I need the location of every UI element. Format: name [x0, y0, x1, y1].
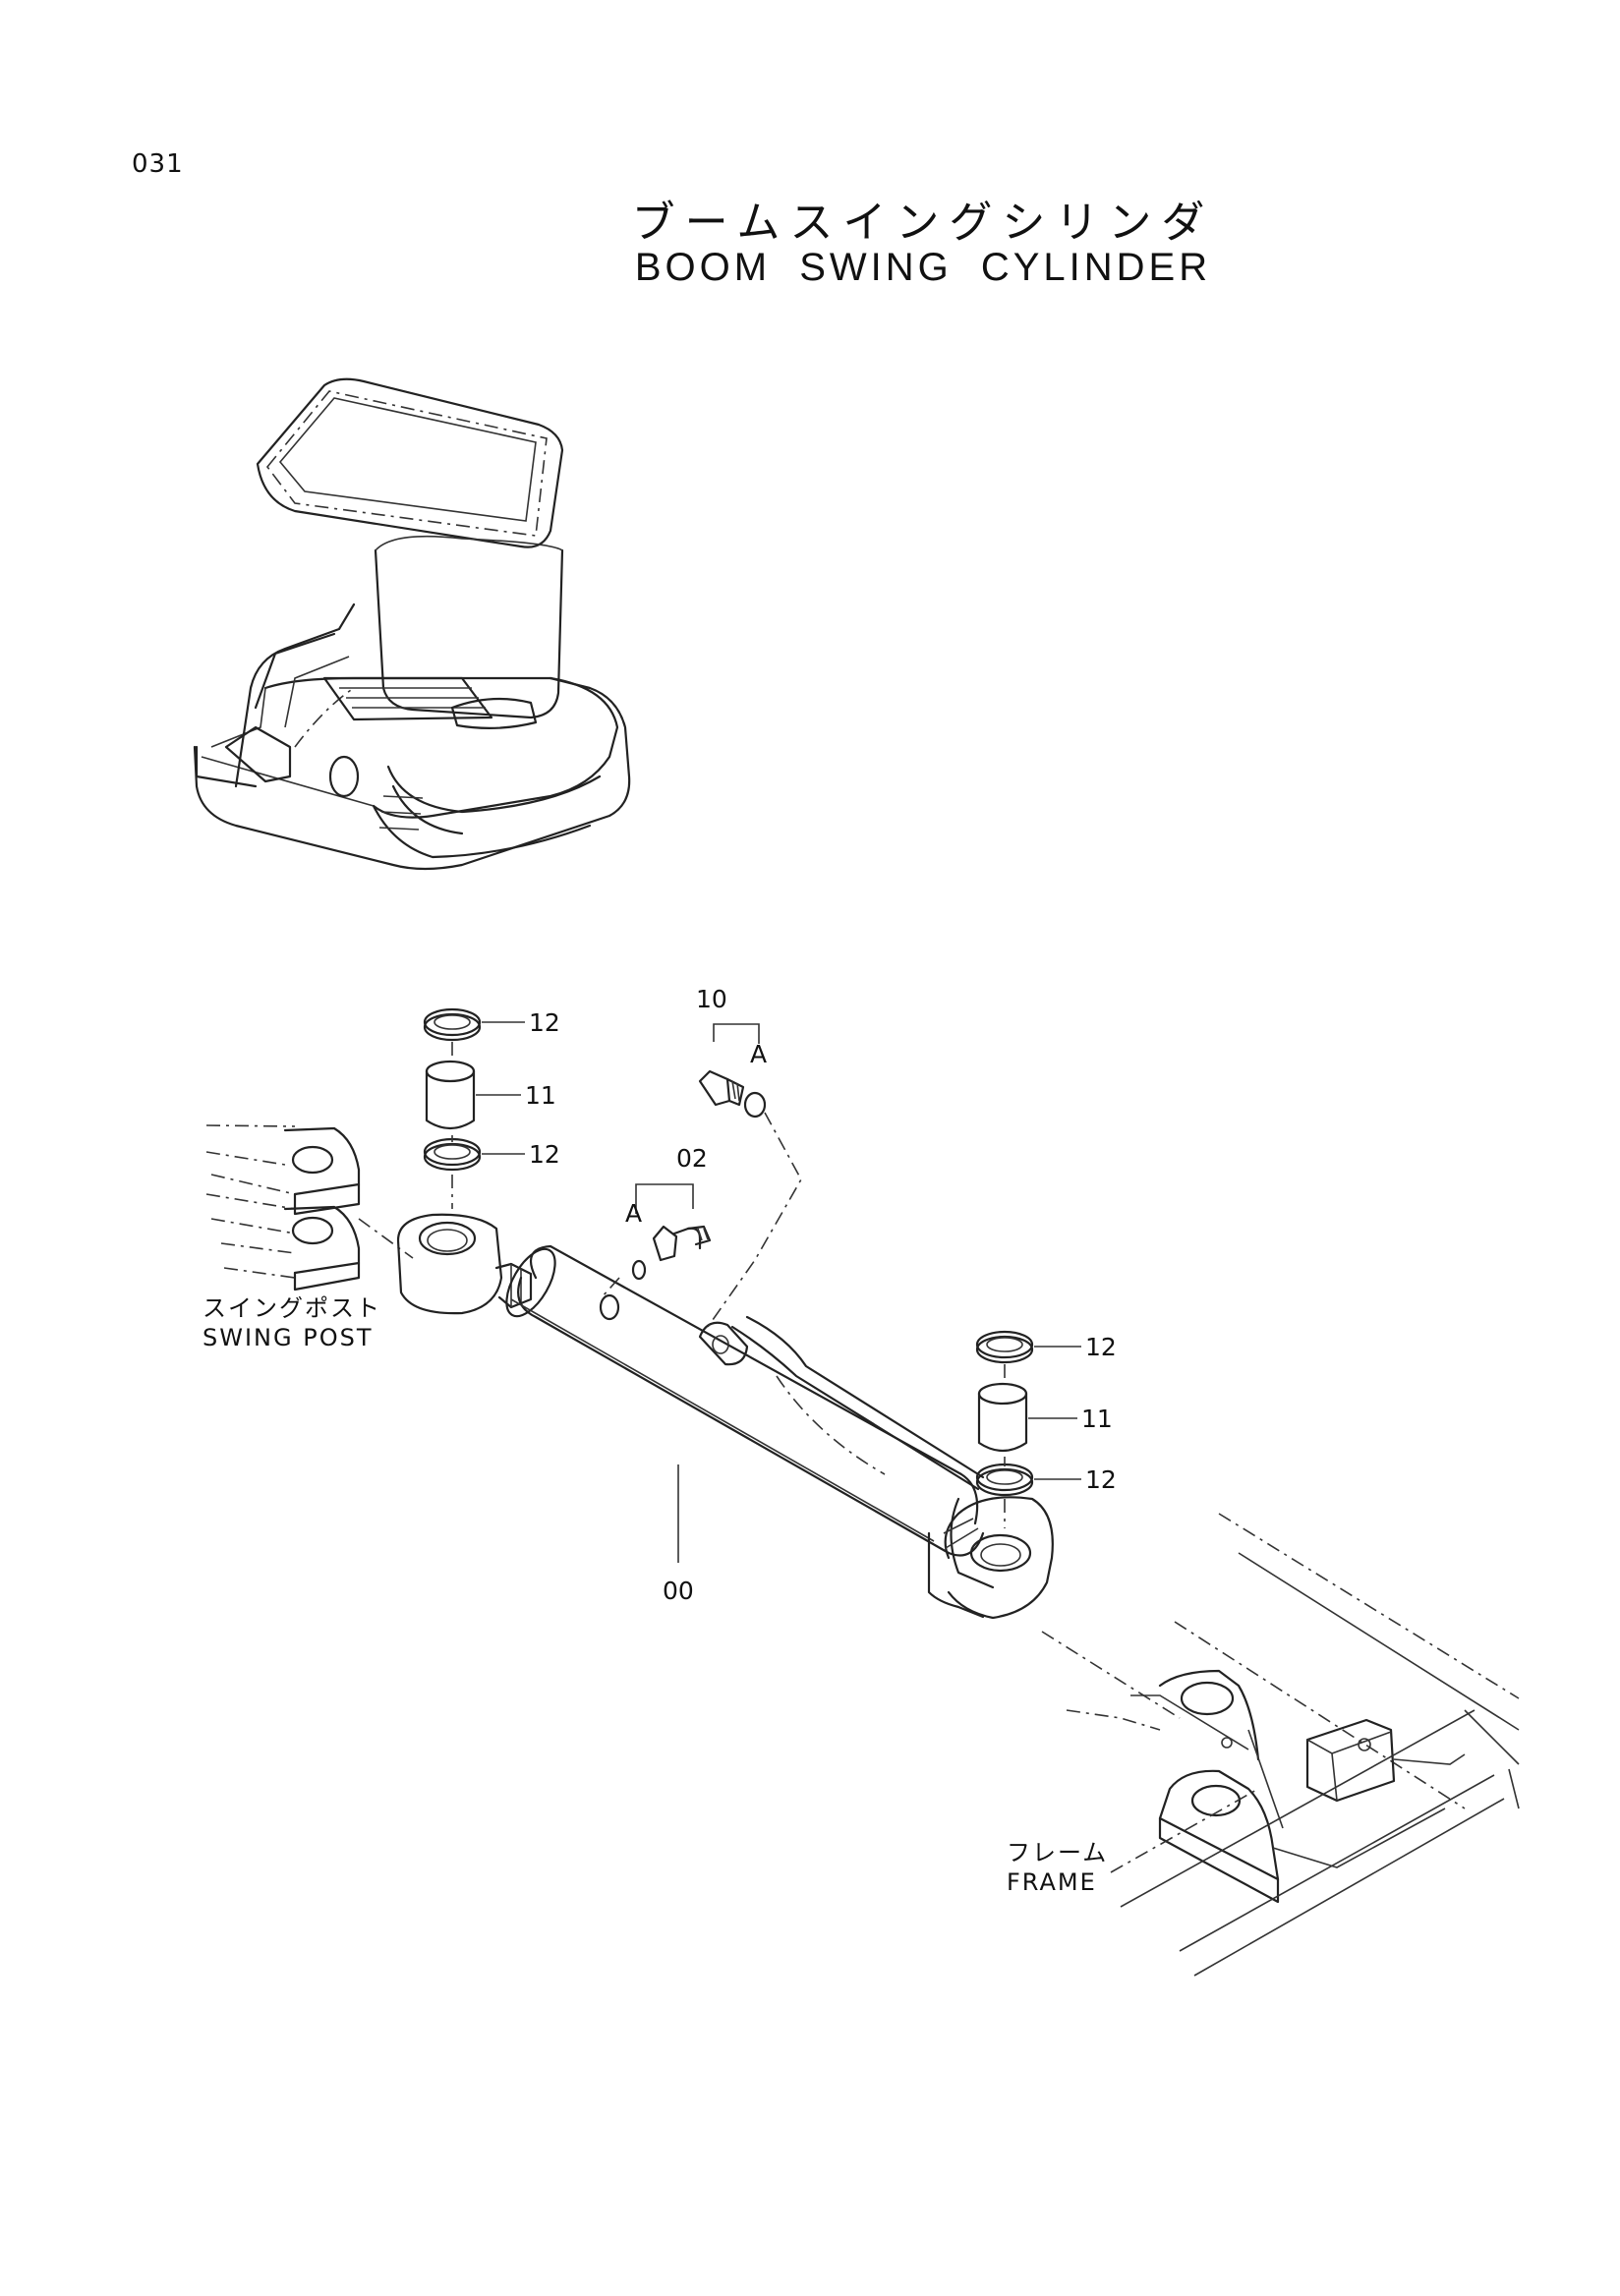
callout-cylinder-00: 00	[663, 1577, 694, 1605]
callout-bushing-11-right: 11	[1081, 1405, 1113, 1433]
swing-post-label-jp: スイングポスト	[202, 1294, 381, 1322]
frame-label-jp: フレーム	[1007, 1839, 1109, 1866]
page-title-japanese: ブームスイングシリンダ	[631, 198, 1215, 248]
fitting-10-assembly	[698, 1023, 802, 1328]
frame-label: フレーム FRAME	[1007, 1838, 1108, 1897]
hydraulic-cylinder	[396, 1213, 1054, 1620]
callout-fitting-10: 10	[696, 985, 727, 1013]
page-title-english: BOOM SWING CYLINDER	[634, 246, 1212, 289]
callout-fitting-02: 02	[676, 1144, 708, 1173]
callout-seal-12-right-top: 12	[1085, 1333, 1117, 1361]
page-number: 031	[132, 149, 184, 179]
machine-overview-illustration	[193, 377, 631, 871]
callout-bushing-11-left: 11	[525, 1081, 556, 1110]
swing-post-illustration	[205, 1124, 414, 1292]
callout-seal-12-right-bottom: 12	[1085, 1465, 1117, 1494]
fitting-02-assembly	[601, 1183, 712, 1298]
right-bushing-stack	[975, 1330, 1081, 1528]
callout-a-right: A	[750, 1040, 768, 1068]
frame-illustration	[1041, 1513, 1520, 1977]
callout-seal-12-left-bottom: 12	[529, 1140, 560, 1169]
frame-label-en: FRAME	[1007, 1868, 1097, 1896]
swing-post-label-en: SWING POST	[202, 1324, 374, 1351]
swing-post-label: スイングポスト SWING POST	[202, 1293, 381, 1352]
left-bushing-stack	[423, 1007, 525, 1209]
callout-seal-12-left-top: 12	[529, 1008, 560, 1037]
callout-a-left: A	[625, 1199, 643, 1228]
